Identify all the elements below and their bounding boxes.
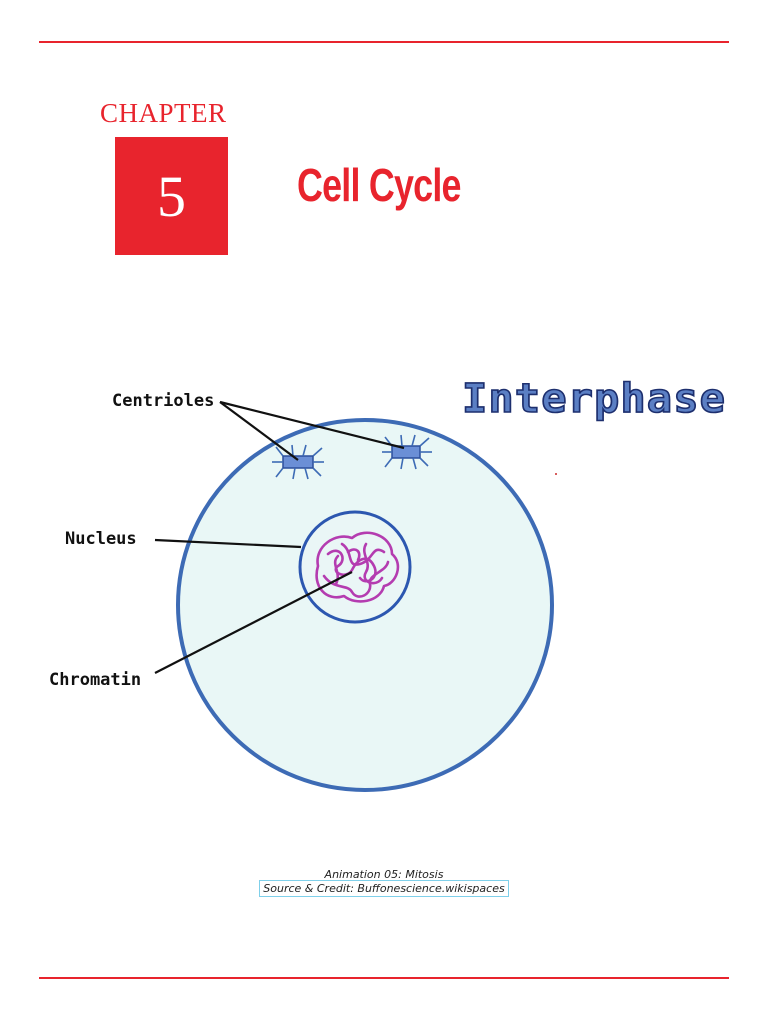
centriole-left [272,444,324,480]
chromatin-label: Chromatin [49,670,141,690]
centrioles-label: Centrioles [112,391,214,411]
centrioles-pointer-right [219,400,405,450]
chromatin [315,531,400,603]
figure-caption-credit[interactable]: Source & Credit: Buffonescience.wikispac… [259,880,509,897]
interphase-heading: Interphase [462,376,726,422]
interphase-figure: Centrioles Nucleus Chromatin Interphase [0,340,768,820]
centrioles-pointer-left [219,401,299,461]
figure-caption-credit-wrapper: Source & Credit: Buffonescience.wikispac… [0,880,768,897]
interphase-diagram: Centrioles Nucleus Chromatin Interphase [49,375,726,792]
nucleus-label: Nucleus [65,529,137,549]
stray-dot [555,473,557,475]
bottom-rule [39,977,729,979]
chapter-label: CHAPTER [100,98,227,128]
chapter-number: 5 [157,163,186,229]
figure-caption-title: Animation 05: Mitosis [324,868,444,881]
nucleus-pointer [154,538,302,549]
top-rule [39,41,729,43]
chapter-number-box: 5 [115,137,228,255]
chromatin-pointer [154,571,353,674]
chapter-title: Cell Cycle [297,159,462,211]
centriole-right [382,434,432,470]
